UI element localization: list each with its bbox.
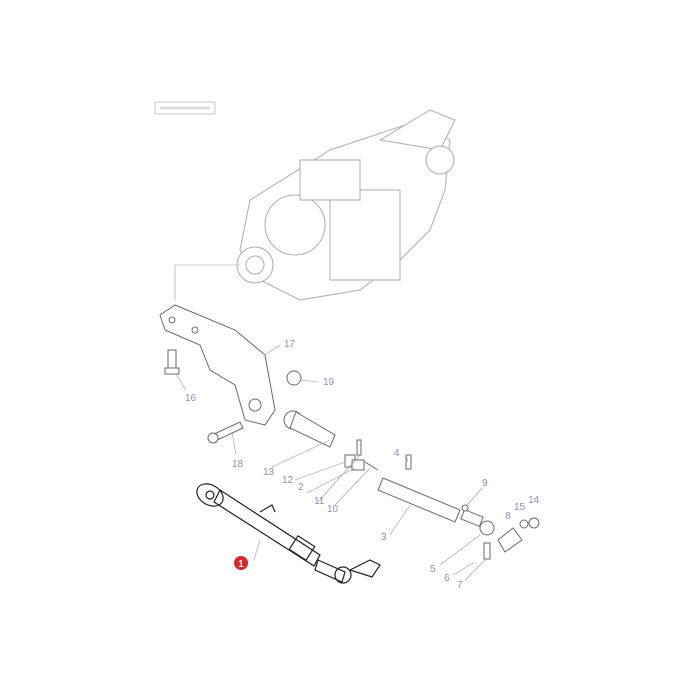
leader-lines xyxy=(175,344,486,581)
callout-5: 5 xyxy=(430,564,436,575)
adjuster-rod-3 xyxy=(377,477,495,536)
spring xyxy=(364,461,379,471)
callout-2: 2 xyxy=(298,482,304,493)
part-8 xyxy=(497,527,523,553)
callout-1: 1 xyxy=(238,559,244,570)
lower-link-1 xyxy=(196,483,381,584)
callout-19: 19 xyxy=(323,377,335,388)
pin-18 xyxy=(207,421,244,444)
clip-19 xyxy=(286,370,302,386)
part-11 xyxy=(351,459,365,471)
callout-16: 16 xyxy=(185,393,197,404)
link-end-13 xyxy=(283,410,336,448)
callout-15: 15 xyxy=(514,502,526,513)
part-14 xyxy=(528,517,540,529)
callout-13: 13 xyxy=(263,467,275,478)
callout-18: 18 xyxy=(232,459,244,470)
callout-6: 6 xyxy=(444,573,450,584)
callout-3: 3 xyxy=(381,532,387,543)
callout-11: 11 xyxy=(314,496,325,507)
callout-9: 9 xyxy=(482,478,488,489)
part-7 xyxy=(483,542,491,560)
part-9 xyxy=(461,504,469,512)
callout-14: 14 xyxy=(528,495,540,506)
callout-1-highlight xyxy=(234,556,248,570)
callout-4: 4 xyxy=(394,448,400,459)
callout-7: 7 xyxy=(457,580,463,591)
callout-10: 10 xyxy=(327,504,339,515)
part-15 xyxy=(519,519,529,529)
transmission-housing xyxy=(236,109,456,301)
bolt-16 xyxy=(164,349,180,375)
callout-17: 17 xyxy=(284,339,296,350)
part-10 xyxy=(356,439,362,456)
callout-8: 8 xyxy=(505,511,511,522)
callout-12: 12 xyxy=(282,475,294,486)
part-4 xyxy=(405,454,412,470)
bracket-17 xyxy=(159,304,276,426)
